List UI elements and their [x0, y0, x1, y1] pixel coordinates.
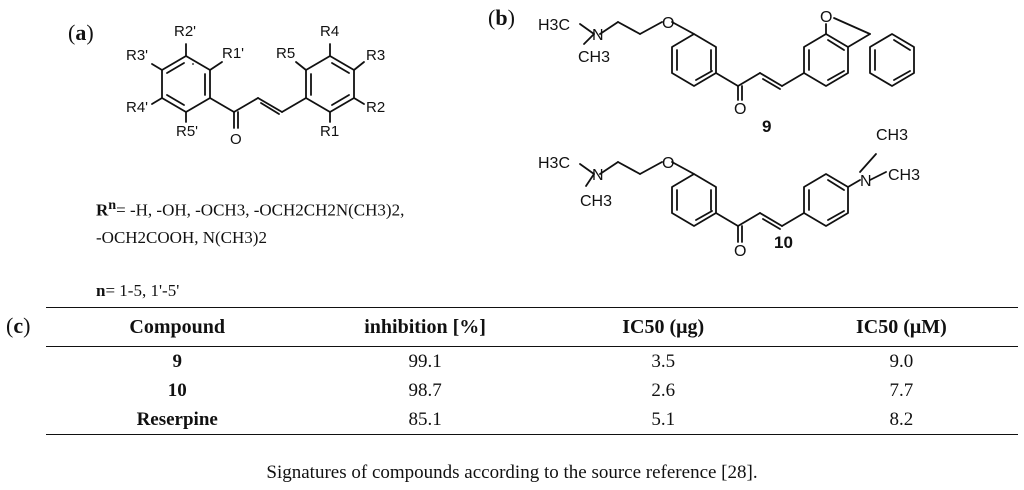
substituent-r3: R3: [366, 47, 385, 64]
c10-carbonyl-o: O: [734, 243, 746, 260]
legend-r-superscript: n: [108, 197, 117, 213]
chemical-structures: R2' R1' R3' R4' R5' R5 R4 R3 R2 R1 O H3C…: [126, 9, 920, 260]
table-row: Reserpine 85.1 5.1 8.2: [46, 405, 1018, 435]
cell-inhibition: 99.1: [408, 350, 442, 372]
table-row: 9 99.1 3.5 9.0: [46, 347, 1018, 377]
c10-amine-n: N: [592, 167, 604, 184]
cell-ic50-um: 7.7: [889, 379, 914, 401]
cell-ic50-um: 8.2: [889, 408, 914, 430]
substituent-r1: R1: [320, 123, 339, 140]
panel-label-a: (a): [68, 20, 94, 45]
c9-methyl-down: CH3: [578, 49, 610, 66]
header-ic50-ug: IC50 (μg): [622, 315, 705, 338]
substituent-r2-prime: R2': [174, 23, 196, 40]
cell-ic50-ug: 5.1: [651, 408, 676, 430]
cell-ic50-ug: 3.5: [651, 350, 676, 372]
cell-inhibition: 98.7: [408, 379, 442, 401]
compound-9-label: 9: [762, 117, 771, 136]
c10-ether-o: O: [662, 155, 674, 172]
substituent-r5: R5: [276, 45, 295, 62]
table-header-row: Compound inhibition [%] IC50 (μg) IC50 (…: [46, 307, 1018, 347]
legend-r-symbol: R: [96, 200, 109, 220]
c10-dimethylamino-methyl-right: CH3: [888, 167, 920, 184]
structure-9-skeleton: [579, 17, 915, 101]
cell-ic50-ug: 2.6: [651, 379, 676, 401]
structure-a-scaffold: [151, 43, 365, 129]
cell-compound: 9: [172, 350, 182, 372]
substituent-r4: R4: [320, 23, 339, 40]
header-inhibition: inhibition [%]: [364, 315, 486, 338]
c9-carbonyl-o: O: [734, 101, 746, 118]
legend-substituent-list-2: -OCH2COOH, N(CH3)2: [96, 227, 267, 247]
header-compound: Compound: [129, 315, 226, 338]
substituent-r2: R2: [366, 99, 385, 116]
header-ic50-um: IC50 (μM): [855, 315, 947, 338]
compound-10-label: 10: [774, 233, 793, 252]
substituent-r1-prime: R1': [222, 45, 244, 62]
legend-line-1: Rn= -H, -OH, -OCH3, -OCH2CH2N(CH3)2,: [96, 192, 404, 224]
c10-dimethylamino-methyl-up: CH3: [876, 127, 908, 144]
c10-methyl-left: H3C: [538, 155, 570, 172]
table-row: 10 98.7 2.6 7.7: [46, 376, 1018, 405]
cell-compound: 10: [167, 379, 187, 401]
c10-methyl-down: CH3: [580, 193, 612, 210]
c9-methyl-left: H3C: [538, 17, 570, 34]
panel-label-c: (c): [6, 313, 31, 338]
substituent-legend: Rn= -H, -OH, -OCH3, -OCH2CH2N(CH3)2, -OC…: [96, 192, 404, 304]
substituent-r3-prime: R3': [126, 47, 148, 64]
figure-caption: Signatures of compounds according to the…: [266, 462, 758, 483]
substituent-r4-prime: R4': [126, 99, 148, 116]
substituent-r5-prime: R5': [176, 123, 198, 140]
c9-ether-o: O: [662, 15, 674, 32]
legend-n-values: = 1-5, 1'-5': [105, 280, 180, 300]
structure-10-skeleton: [579, 153, 887, 243]
panel-label-b: (b): [488, 5, 515, 30]
c9-amine-n: N: [592, 27, 604, 44]
cell-inhibition: 85.1: [408, 408, 442, 430]
c9-phenoxy-o: O: [820, 9, 832, 26]
cell-compound: Reserpine: [136, 408, 218, 430]
inhibition-table: Compound inhibition [%] IC50 (μg) IC50 (…: [46, 307, 1018, 435]
legend-substituent-list-1: = -H, -OH, -OCH3, -OCH2CH2N(CH3)2,: [116, 200, 405, 220]
legend-n-range: n= 1-5, 1'-5': [96, 277, 404, 304]
cell-ic50-um: 9.0: [889, 350, 914, 372]
carbonyl-oxygen-a: O: [230, 131, 242, 148]
legend-n-symbol: n: [96, 280, 106, 300]
c10-dimethylamino-n: N: [860, 173, 872, 190]
